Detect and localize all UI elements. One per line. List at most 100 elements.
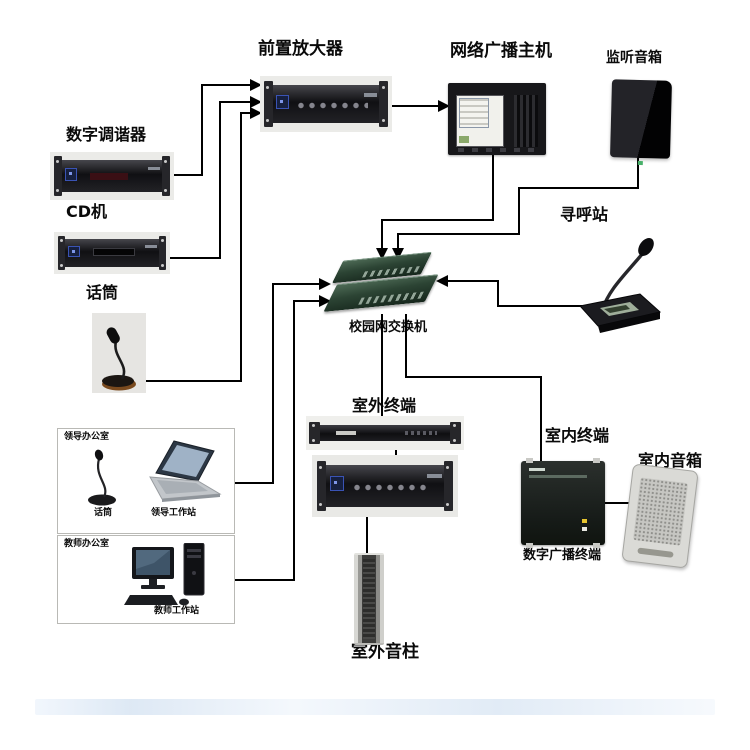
rack-ear — [158, 235, 167, 271]
connector-line — [366, 514, 368, 556]
host-vents — [514, 95, 538, 147]
mount-tab — [592, 458, 600, 463]
label-cd-player: CD机 — [66, 202, 108, 221]
connector-line — [293, 300, 319, 302]
display-badge — [68, 246, 80, 258]
connector-line — [405, 314, 407, 378]
label-indoor-terminal: 室内终端 — [545, 426, 610, 445]
outdoor-column-device — [354, 553, 384, 645]
label-leader-workstation: 领导工作站 — [151, 508, 197, 518]
label-paging-station: 寻呼站 — [560, 205, 609, 224]
connector-line — [213, 579, 295, 581]
model-tag — [147, 166, 160, 171]
status-led-white — [581, 526, 587, 531]
model-tag — [145, 245, 157, 248]
rack-ear — [162, 156, 171, 196]
display-badge — [65, 168, 78, 181]
display-badge — [329, 475, 344, 492]
connector-line — [497, 280, 499, 307]
desktop-computer-icon — [124, 543, 205, 606]
microphone-device — [92, 313, 146, 393]
connector-line — [603, 502, 631, 504]
connector-line — [381, 219, 383, 248]
rack-ear — [450, 421, 461, 445]
knob-row — [353, 480, 431, 496]
rack-ear — [53, 156, 62, 196]
rack-ear — [57, 235, 66, 271]
indoor-speaker-device — [621, 463, 699, 569]
model-line — [528, 475, 588, 478]
connector-line — [240, 112, 242, 382]
mount-tab — [526, 543, 534, 548]
label-host: 网络广播主机 — [450, 41, 552, 61]
display-badge — [276, 94, 289, 110]
outdoor-amplifier-device — [312, 455, 458, 517]
rack-face — [53, 156, 171, 196]
label-indoor-speaker: 室内音箱 — [638, 451, 703, 470]
arrow-icon — [319, 278, 331, 290]
arrow-icon — [436, 275, 448, 287]
speaker-slot — [637, 547, 674, 559]
terminal-ports — [405, 431, 438, 435]
rack-face — [309, 421, 461, 445]
label-tuner: 数字调谐器 — [66, 125, 147, 144]
model-tag — [427, 474, 442, 479]
connector-line — [228, 482, 274, 484]
connector-line — [448, 280, 499, 282]
speaker-grille — [632, 477, 689, 546]
connector-line — [397, 233, 520, 235]
connector-line — [219, 101, 221, 259]
cd-player-device — [54, 232, 170, 274]
rack-ear — [309, 421, 320, 445]
connector-line — [497, 305, 582, 307]
connector-line — [201, 85, 203, 176]
brand-mark — [528, 467, 546, 472]
office-mic-icon — [88, 449, 116, 506]
digital-terminal-device — [521, 458, 605, 548]
host-buttons — [458, 148, 536, 152]
rack-face — [316, 460, 454, 512]
cd-tray — [93, 248, 135, 257]
paging-station-device — [566, 226, 670, 338]
arrow-icon — [250, 107, 262, 119]
host-screen — [456, 95, 504, 147]
connector-line — [637, 157, 639, 189]
rack-ear — [316, 460, 326, 512]
rack-face — [57, 235, 167, 271]
connector-line — [390, 105, 438, 107]
mount-tab — [592, 543, 600, 548]
label-monitor-speaker: 监听音箱 — [606, 50, 662, 66]
status-led-amber — [581, 519, 587, 524]
connector-line — [201, 84, 250, 86]
rack-face — [264, 81, 388, 127]
terminal-display — [335, 431, 356, 435]
connector-line — [492, 155, 494, 221]
knob-row — [297, 98, 368, 113]
mount-tab — [526, 458, 534, 463]
connector-line — [272, 283, 274, 484]
label-office-mic: 话筒 — [94, 508, 113, 518]
leader-office-box: 领导办公室 话筒 领导工作站 — [57, 428, 235, 534]
label-teacher-office: 教师办公室 — [64, 539, 110, 549]
connector-line — [405, 376, 542, 378]
tuner-display — [89, 172, 128, 180]
label-campus-switch: 校园网交换机 — [349, 320, 428, 335]
connector-line — [293, 300, 295, 581]
label-teacher-workstation: 教师工作站 — [154, 606, 200, 616]
connector-line — [381, 219, 494, 221]
laptop-icon — [149, 440, 222, 502]
tuner-device — [50, 152, 174, 200]
connector-line — [240, 112, 250, 114]
connector-line — [163, 257, 221, 259]
connector-line — [518, 187, 639, 189]
rack-ear — [264, 81, 273, 127]
monitor-speaker-device — [609, 79, 673, 159]
connector-line — [540, 376, 542, 462]
teacher-office-box: 教师办公室 教师工作站 — [57, 535, 235, 624]
label-digital-terminal: 数字广播终端 — [523, 548, 602, 563]
outdoor-terminal-device — [306, 416, 464, 450]
label-outdoor-terminal: 室外终端 — [352, 396, 417, 415]
arrow-icon — [250, 79, 262, 91]
label-microphone: 话筒 — [86, 283, 119, 302]
